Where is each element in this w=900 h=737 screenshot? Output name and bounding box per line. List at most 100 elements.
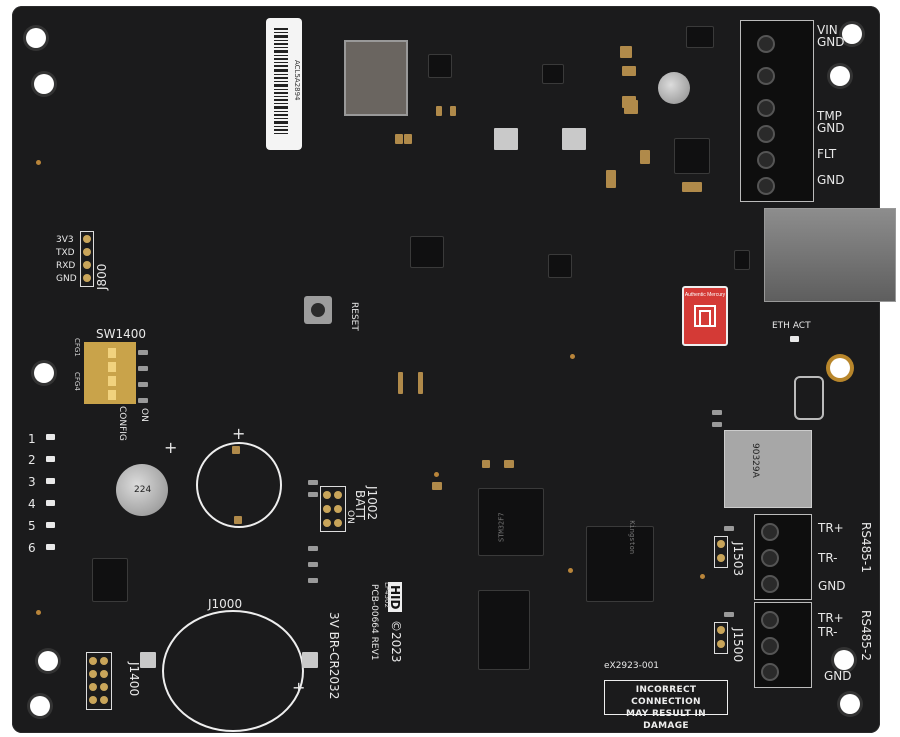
label-gnd: GND: [56, 274, 77, 284]
header-pin: [717, 640, 725, 648]
terminal-screw-gnd[interactable]: [757, 177, 775, 195]
label-copyright: ©2023: [389, 620, 403, 663]
label-j1400: J1400: [127, 662, 141, 697]
microcontroller-ic: STM32F7: [478, 488, 544, 556]
power-mosfet: [674, 138, 710, 174]
label-gnd: GND: [817, 35, 845, 49]
inductor-pad: [494, 128, 518, 150]
status-led-1: [46, 434, 55, 440]
label-led-2: 2: [28, 453, 36, 467]
dip-switch-2[interactable]: [108, 362, 116, 372]
label-plus: +: [164, 438, 178, 457]
label-rs485-1: RS485-1: [859, 522, 873, 573]
capacitor: [624, 100, 638, 114]
label-battery-spec: 3V BR-CR2032: [327, 612, 341, 700]
terminal-screw-gnd-1[interactable]: [761, 575, 779, 593]
usb-connector[interactable]: [794, 376, 824, 420]
label-tr-minus-1: TR-: [818, 551, 838, 565]
header-pin: [89, 683, 97, 691]
mcu-mark: STM32F7: [497, 512, 506, 542]
coin-cell-capacitor: 224: [116, 464, 168, 516]
header-pin: [100, 696, 108, 704]
sd-mark: 90329A: [750, 443, 760, 478]
warning-line-1: INCORRECT CONNECTION: [631, 685, 701, 708]
transceiver-ic: [734, 250, 750, 270]
ethernet-jack[interactable]: [764, 208, 896, 302]
terminal-screw-vin[interactable]: [757, 35, 775, 53]
label-txd: TXD: [56, 248, 75, 258]
terminal-screw-tr-minus-1[interactable]: [761, 549, 779, 567]
label-vin: VIN: [817, 23, 838, 37]
resistor: [712, 422, 722, 427]
label-rxd: RXD: [56, 261, 76, 271]
micro-sd-card-slot[interactable]: 90329A: [724, 430, 812, 508]
header-pin: [100, 657, 108, 665]
mounting-hole-bottom-right-1: [834, 650, 854, 670]
resistor: [138, 350, 148, 355]
capacitor: [450, 106, 456, 116]
battery-terminal-pad: [302, 652, 318, 668]
via: [434, 472, 439, 477]
resistor: [724, 526, 734, 531]
config-dip-switch-sw1400[interactable]: [84, 342, 136, 404]
terminal-screw-tr-minus-2[interactable]: [761, 637, 779, 655]
label-on: ON: [139, 408, 149, 422]
dip-switch-3[interactable]: [108, 376, 116, 386]
status-led-2: [46, 456, 55, 462]
terminal-screw-gnd[interactable]: [757, 67, 775, 85]
battery-jumper-j1002[interactable]: [320, 486, 346, 532]
capacitor: [418, 372, 423, 394]
header-pin: [83, 248, 91, 256]
flash-mark: Kingston: [628, 520, 637, 555]
label-part-number: eX2923-001: [604, 661, 660, 671]
cr2032-battery-holder: [162, 610, 304, 732]
terminal-screw-gnd[interactable]: [757, 125, 775, 143]
capacitor: [504, 460, 514, 468]
label-plus: +: [292, 678, 306, 697]
jumper-j1503[interactable]: [714, 536, 728, 568]
terminal-screw-tr-plus-2[interactable]: [761, 611, 779, 629]
capacitor: [404, 134, 412, 144]
via: [36, 610, 41, 615]
buck-converter-ic: [542, 64, 564, 84]
terminal-screw-flt[interactable]: [757, 151, 775, 169]
label-j1503: J1503: [731, 542, 745, 577]
terminal-screw-tr-plus-1[interactable]: [761, 523, 779, 541]
label-j1000: J1000: [208, 597, 243, 611]
small-ic: [548, 254, 572, 278]
label-gnd-rs2: GND: [824, 669, 852, 683]
coin-cell-mark: 224: [134, 485, 152, 495]
authentic-mercury-logo: Authentic Mercury: [682, 286, 728, 346]
dip-switch-1[interactable]: [108, 348, 116, 358]
battery-terminal-pad: [140, 652, 156, 668]
mounting-hole-bottom-left-2: [30, 696, 50, 716]
capacitor: [482, 460, 490, 468]
status-led-4: [46, 500, 55, 506]
header-pin: [83, 261, 91, 269]
label-sw1400: SW1400: [96, 327, 147, 341]
resistor: [138, 382, 148, 387]
header-j1400[interactable]: [86, 652, 112, 710]
dip-switch-4[interactable]: [108, 390, 116, 400]
capacitor: [432, 482, 442, 490]
inductor-pad: [562, 128, 586, 150]
resistor: [138, 398, 148, 403]
jumper-j1500[interactable]: [714, 622, 728, 654]
header-pin: [717, 554, 725, 562]
status-led-3: [46, 478, 55, 484]
via: [36, 160, 41, 165]
battery-pad: [234, 516, 242, 524]
label-led-1: 1: [28, 432, 36, 446]
status-led-6: [46, 544, 55, 550]
terminal-screw-gnd-2[interactable]: [761, 663, 779, 681]
label-led-5: 5: [28, 519, 36, 533]
via: [700, 574, 705, 579]
mounting-hole-top-right-2: [830, 66, 850, 86]
power-terminal-block: [740, 20, 814, 202]
terminal-screw-tmp[interactable]: [757, 99, 775, 117]
label-batt: BATT: [353, 490, 367, 520]
label-gnd: GND: [817, 121, 845, 135]
label-tr-plus-2: TR+: [818, 611, 844, 625]
reset-button[interactable]: [304, 296, 332, 324]
serial-header-j800[interactable]: [80, 231, 94, 287]
